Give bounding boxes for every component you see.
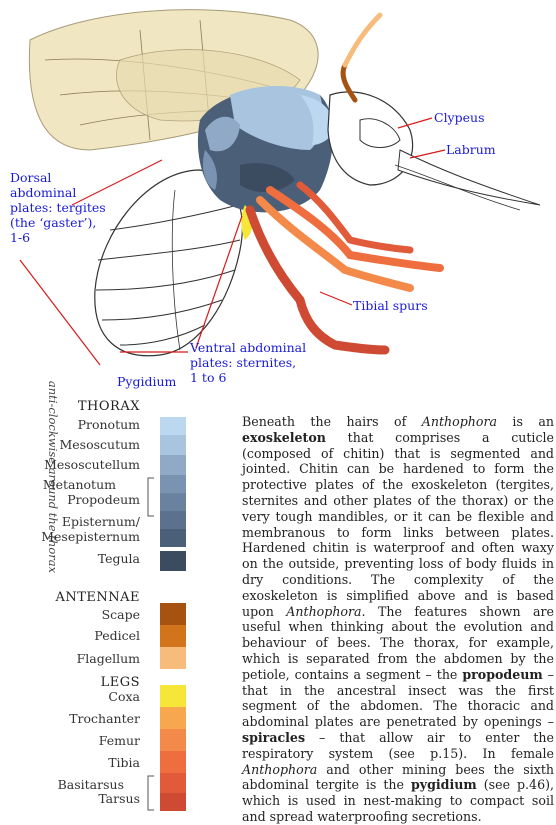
key-label-pedicel: Pedicel	[94, 628, 140, 643]
key-label-tarsus: Tarsus	[98, 791, 140, 806]
paragraph-run: Anthophora	[242, 762, 317, 777]
swatch-propodeum	[160, 493, 186, 511]
key-label-flagellum: Flagellum	[77, 651, 140, 666]
label-dorsal-plates: Dorsal abdominal plates: tergites (the ‘…	[10, 170, 106, 245]
paragraph-run: Anthophora	[286, 604, 361, 619]
label-clypeus: Clypeus	[434, 110, 485, 125]
key-label-pronotum: Pronotum	[78, 417, 140, 432]
bracket-legs	[146, 775, 156, 811]
swatch-tegula	[160, 551, 186, 571]
key-heading-thorax: THORAX	[78, 399, 140, 414]
paragraph-run: Anthophora	[422, 414, 497, 429]
key-heading-antennae: ANTENNAE	[55, 590, 140, 605]
key-label-trochanter: Trochanter	[69, 711, 140, 726]
key-heading-legs: LEGS	[101, 675, 140, 690]
swatch-metanotum	[160, 475, 186, 493]
paragraph-run: that comprises a cuticle (composed of ch…	[242, 430, 554, 619]
key-label-mesoscutellum: Mesoscutellum	[44, 457, 140, 472]
key-label-episternum: Episternum/	[62, 514, 140, 529]
paragraph-run: propodeum	[462, 667, 542, 682]
key-label-coxa: Coxa	[108, 689, 140, 704]
key-label-basitarsus: Basitarsus	[58, 777, 124, 792]
key-label-propodeum: Propodeum	[67, 492, 140, 507]
key-label-tegula: Tegula	[98, 551, 140, 566]
paragraph-run: exoskeleton	[242, 430, 326, 445]
swatch-episternum	[160, 511, 186, 529]
key-label-femur: Femur	[99, 733, 140, 748]
paragraph-text: Beneath the hairs of Anthophora is an ex…	[242, 414, 554, 825]
antenna	[343, 15, 380, 100]
paragraph-run: is an	[497, 414, 554, 429]
label-ventral-plates: Ventral abdominal plates: sternites, 1 t…	[190, 340, 306, 385]
swatch-pedicel	[160, 625, 186, 647]
swatch-basitarsus	[160, 773, 186, 793]
swatch-femur	[160, 729, 186, 751]
swatch-mesoscutum	[160, 435, 186, 455]
swatch-mesoscutellum	[160, 455, 186, 475]
label-tibial-spurs: Tibial spurs	[353, 298, 428, 313]
key-label-metanotum: Metanotum	[43, 477, 116, 492]
swatch-coxa	[160, 685, 186, 707]
label-pygidium: Pygidium	[117, 374, 176, 389]
swatch-pronotum	[160, 417, 186, 435]
bracket-thorax	[146, 477, 156, 517]
paragraph-run: pygidium	[411, 777, 477, 792]
swatch-tibia	[160, 751, 186, 773]
paragraph-run: spiracles	[242, 730, 305, 745]
swatch-tarsus	[160, 793, 186, 811]
swatch-scape	[160, 603, 186, 625]
key-label-mesoscutum: Mesoscutum	[59, 437, 140, 452]
swatch-flagellum	[160, 647, 186, 669]
key-label-scape: Scape	[102, 607, 140, 622]
label-labrum: Labrum	[446, 142, 496, 157]
paragraph-run: Beneath the hairs of	[242, 414, 422, 429]
swatch-mesepisternum	[160, 529, 186, 547]
swatch-trochanter	[160, 707, 186, 729]
key-label-mesepisternum: Mesepisternum	[41, 529, 140, 544]
body-paragraph: Beneath the hairs of Anthophora is an ex…	[242, 414, 554, 825]
key-label-tibia: Tibia	[108, 755, 140, 770]
colour-key: THORAX Pronotum Mesoscutum Mesoscutellum…	[0, 395, 200, 811]
